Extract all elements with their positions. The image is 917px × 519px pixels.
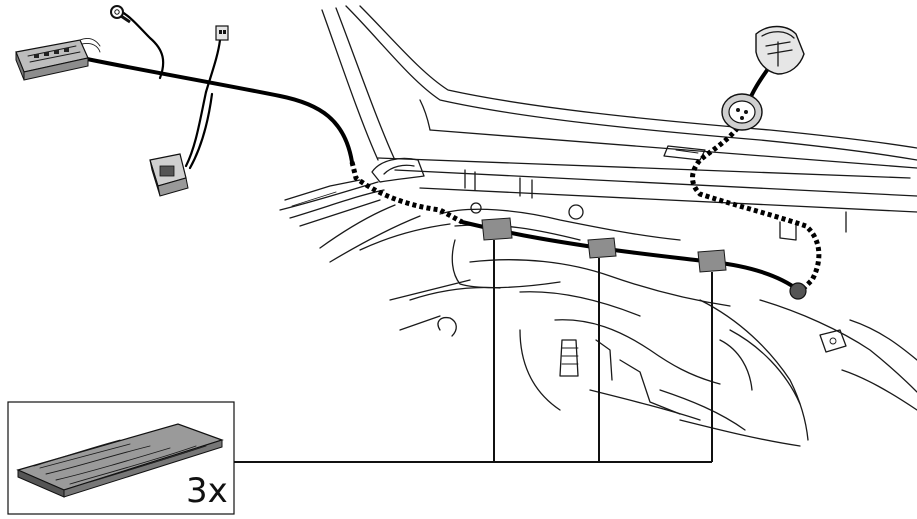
grommet-connector-icon <box>721 25 805 131</box>
hidden-cable-route-right <box>690 120 822 294</box>
quantity-label: 3x <box>186 471 228 511</box>
adhesive-pad-sheet-icon <box>16 423 224 498</box>
vehicle-body <box>279 5 917 447</box>
square-connector-icon <box>149 153 189 197</box>
adhesive-pad-2 <box>587 237 617 259</box>
adhesive-pad-1 <box>481 217 513 241</box>
cable-end-plug <box>789 282 807 300</box>
wire-harness <box>80 10 800 292</box>
callout-leader-lines <box>226 240 713 463</box>
callout-box: 3x <box>7 401 235 515</box>
adhesive-pad-3 <box>697 249 727 273</box>
multi-pin-connector-icon <box>15 37 101 81</box>
ring-terminal-icon <box>110 5 131 24</box>
hidden-cable-route <box>349 161 464 225</box>
adhesive-pads <box>481 217 727 273</box>
two-pin-connector-icon <box>215 25 229 41</box>
